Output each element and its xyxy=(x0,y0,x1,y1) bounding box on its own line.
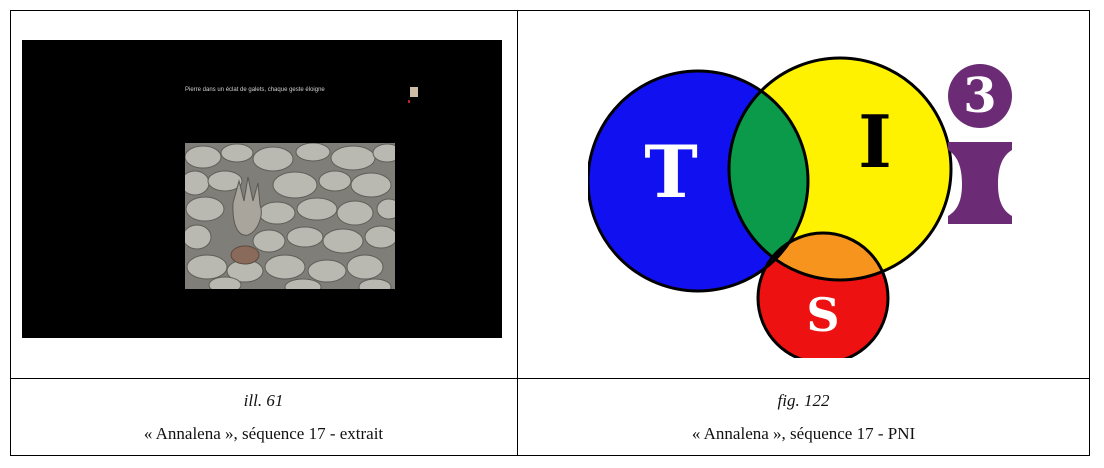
video-still-image: Pierre dans un éclat de galets, chaque g… xyxy=(22,40,502,338)
logo-digit-3: 3 xyxy=(960,66,1000,126)
table-border-center xyxy=(517,10,518,456)
left-caption-title: ill. 61 xyxy=(10,391,517,411)
right-caption-title: fig. 122 xyxy=(518,391,1089,411)
figure-table: Pierre dans un éclat de galets, chaque g… xyxy=(10,10,1090,456)
video-still-caption: Pierre dans un éclat de galets, chaque g… xyxy=(185,87,325,93)
left-caption-text: « Annalena », séquence 17 - extrait xyxy=(10,424,517,444)
table-border-middle xyxy=(10,378,1090,379)
tis3-logo: T I S 3 xyxy=(588,38,1018,358)
pebbles-graphic xyxy=(185,143,395,289)
table-border-top xyxy=(10,10,1090,11)
right-caption-text: « Annalena », séquence 17 - PNI xyxy=(518,424,1089,444)
pebbles-photo xyxy=(185,143,395,289)
video-still-thumbnail xyxy=(410,87,418,97)
video-still-marker xyxy=(408,100,410,103)
logo-letter-s: S xyxy=(800,290,846,340)
table-border-left xyxy=(10,10,11,456)
table-border-bottom xyxy=(10,455,1090,456)
logo-letter-i: I xyxy=(850,102,900,182)
table-border-right xyxy=(1089,10,1090,456)
logo-letter-t: T xyxy=(636,132,706,212)
